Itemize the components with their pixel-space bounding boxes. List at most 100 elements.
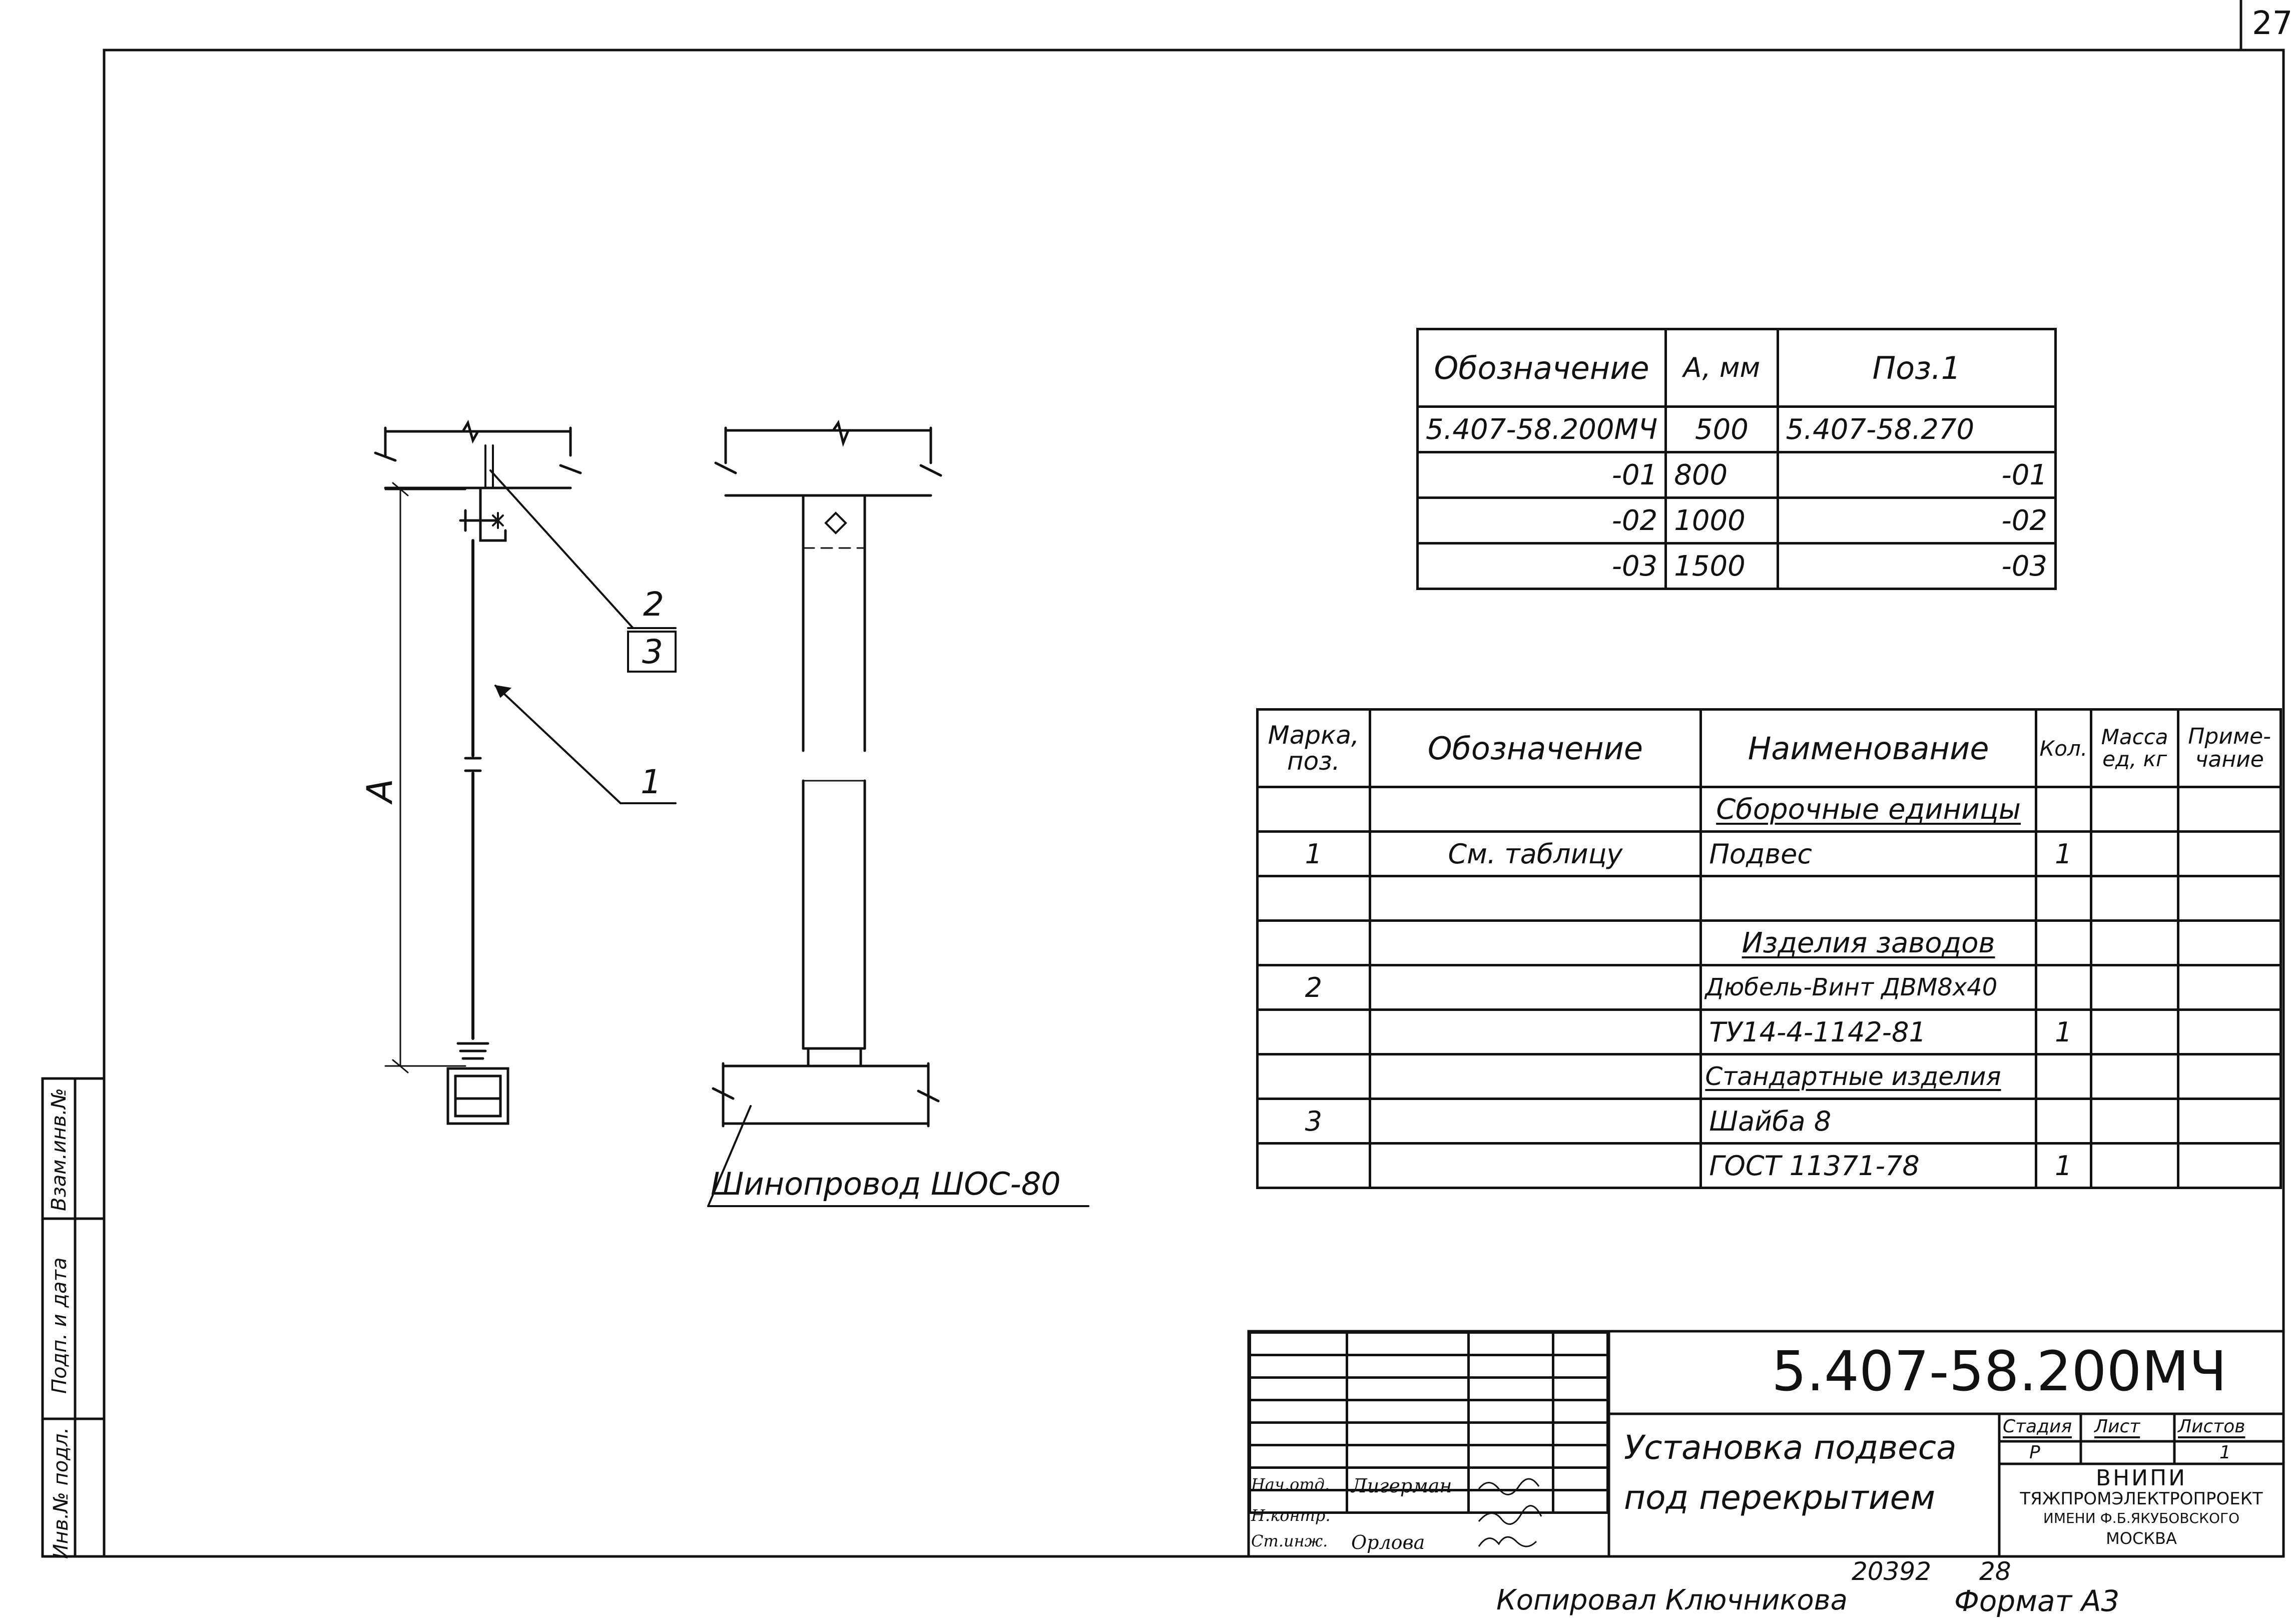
spec-cell — [1256, 786, 1371, 833]
title-line-2: под перекрытием — [1624, 1478, 1936, 1517]
spec-row: ГОСТ 11371-78 1 — [1256, 1142, 2282, 1189]
spec-cell — [1368, 1142, 1702, 1189]
spec-row: 3 Шайба 8 — [1256, 1098, 2282, 1145]
spec-cell: Подвес — [1699, 830, 2037, 877]
spec-cell: 1 — [2034, 830, 2092, 877]
spec-cell — [1699, 875, 2037, 922]
title-block-lines — [1247, 1330, 2285, 1558]
spec-cell — [2089, 786, 2180, 833]
sheets-value: 1 — [2219, 1442, 2231, 1463]
spec-cell — [2089, 1098, 2180, 1145]
des-cell: 800 — [1664, 451, 1779, 499]
role-norm-control: Н.контр. — [1251, 1506, 1331, 1525]
spec-section-heading: Стандартные изделия — [1699, 1053, 2037, 1100]
spec-cell — [2034, 786, 2092, 833]
signatures-image — [1478, 1478, 1542, 1547]
side-view — [374, 419, 677, 1125]
spec-header-mass: Масса ед, кг — [2089, 708, 2180, 788]
spec-cell — [2034, 964, 2092, 1011]
spec-header-note: Приме-чание — [2177, 708, 2282, 788]
side-stamp-lines — [41, 1077, 106, 1558]
spec-cell — [2177, 1053, 2282, 1100]
side-stamp-original-inv: Инв.№ подл. — [50, 1427, 73, 1559]
side-stamp-replacement-inv: Взам.инв.№ — [48, 1088, 71, 1211]
archive-code: 20392 — [1852, 1557, 1932, 1586]
des-cell: 1000 — [1664, 496, 1779, 545]
spec-cell: ГОСТ 11371-78 — [1699, 1142, 2037, 1189]
stage-label: Стадия — [2003, 1416, 2072, 1437]
spec-section-heading: Сборочные единицы — [1699, 786, 2037, 833]
spec-cell — [2177, 875, 2282, 922]
des-cell: 500 — [1664, 405, 1779, 453]
spec-cell — [1368, 964, 1702, 1011]
archive-number: 28 — [1979, 1557, 2011, 1586]
des-cell: -02 — [1416, 496, 1667, 545]
spec-header-mark: Марка, поз. — [1256, 708, 1371, 788]
des-cell: -02 — [1776, 496, 2057, 545]
spec-cell — [2177, 964, 2282, 1011]
spec-cell — [2177, 786, 2282, 833]
des-cell: 1500 — [1664, 542, 1779, 590]
callout-pos-1: 1 — [641, 763, 662, 801]
name-head: Лигерман — [1351, 1475, 1452, 1497]
name-engineer: Орлова — [1351, 1531, 1425, 1553]
spec-cell — [2034, 875, 2092, 922]
copied-by: Копировал Ключникова — [1496, 1584, 1848, 1616]
spec-row: 2 Дюбель-Винт ДВМ8х40 — [1256, 964, 2282, 1011]
des-cell: -01 — [1416, 451, 1667, 499]
spec-row: ТУ14-4-1142-81 1 — [1256, 1008, 2282, 1055]
spec-section-heading: Изделия заводов — [1699, 919, 2037, 966]
des-cell: -03 — [1416, 542, 1667, 590]
spec-cell — [1256, 1053, 1371, 1100]
des-cell: -01 — [1776, 451, 2057, 499]
spec-cell — [1368, 875, 1702, 922]
spec-header-qty: Кол. — [2034, 708, 2092, 788]
spec-cell — [2034, 1053, 2092, 1100]
spec-cell — [2034, 919, 2092, 966]
des-row: -03 1500 -03 — [1416, 542, 2057, 590]
spec-row — [1256, 875, 2282, 922]
spec-cell — [2177, 919, 2282, 966]
spec-row: 1 См. таблицу Подвес 1 — [1256, 830, 2282, 877]
des-cell: 5.407-58.270 — [1776, 405, 2057, 453]
spec-cell — [1256, 1142, 1371, 1189]
des-header-designation: Обозначение — [1416, 328, 1667, 408]
spec-cell — [1256, 875, 1371, 922]
spec-cell — [2177, 830, 2282, 877]
sheets-label: Листов — [2178, 1416, 2245, 1437]
des-row: -02 1000 -02 — [1416, 496, 2057, 545]
spec-cell — [1256, 919, 1371, 966]
spec-cell — [1368, 1008, 1702, 1055]
dimension-a-label: A — [359, 779, 400, 803]
spec-cell — [2089, 875, 2180, 922]
role-head: Нач.отд. — [1251, 1475, 1330, 1494]
signature-grid — [1249, 1331, 1609, 1514]
stage-value: Р — [2029, 1442, 2040, 1463]
spec-cell — [1256, 1008, 1371, 1055]
spec-cell — [1368, 1053, 1702, 1100]
spec-header-name: Наименование — [1699, 708, 2037, 788]
callout-pos-3: 3 — [642, 633, 663, 671]
sheet-frame — [103, 49, 2285, 1558]
org-line-1: ВНИПИ — [2095, 1465, 2187, 1491]
role-engineer: Ст.инж. — [1251, 1531, 1328, 1550]
spec-cell — [2177, 1008, 2282, 1055]
spec-cell — [2089, 1053, 2180, 1100]
spec-cell — [2034, 1098, 2092, 1145]
des-row: 5.407-58.200МЧ 500 5.407-58.270 — [1416, 405, 2057, 453]
callout-pos-2: 2 — [643, 585, 664, 624]
document-number: 5.407-58.200МЧ — [1772, 1339, 2227, 1403]
spec-cell: 2 — [1256, 964, 1371, 1011]
des-cell: 5.407-58.200МЧ — [1416, 405, 1667, 453]
page-number: 27 — [2252, 5, 2293, 42]
spec-cell — [2089, 1008, 2180, 1055]
spec-cell — [2089, 964, 2180, 1011]
spec-cell — [2177, 1098, 2282, 1145]
spec-cell: 1 — [1256, 830, 1371, 877]
spec-cell — [2089, 919, 2180, 966]
spec-row: Стандартные изделия — [1256, 1053, 2282, 1100]
spec-row: Сборочные единицы — [1256, 786, 2282, 833]
paper-format: Формат А3 — [1954, 1584, 2120, 1618]
